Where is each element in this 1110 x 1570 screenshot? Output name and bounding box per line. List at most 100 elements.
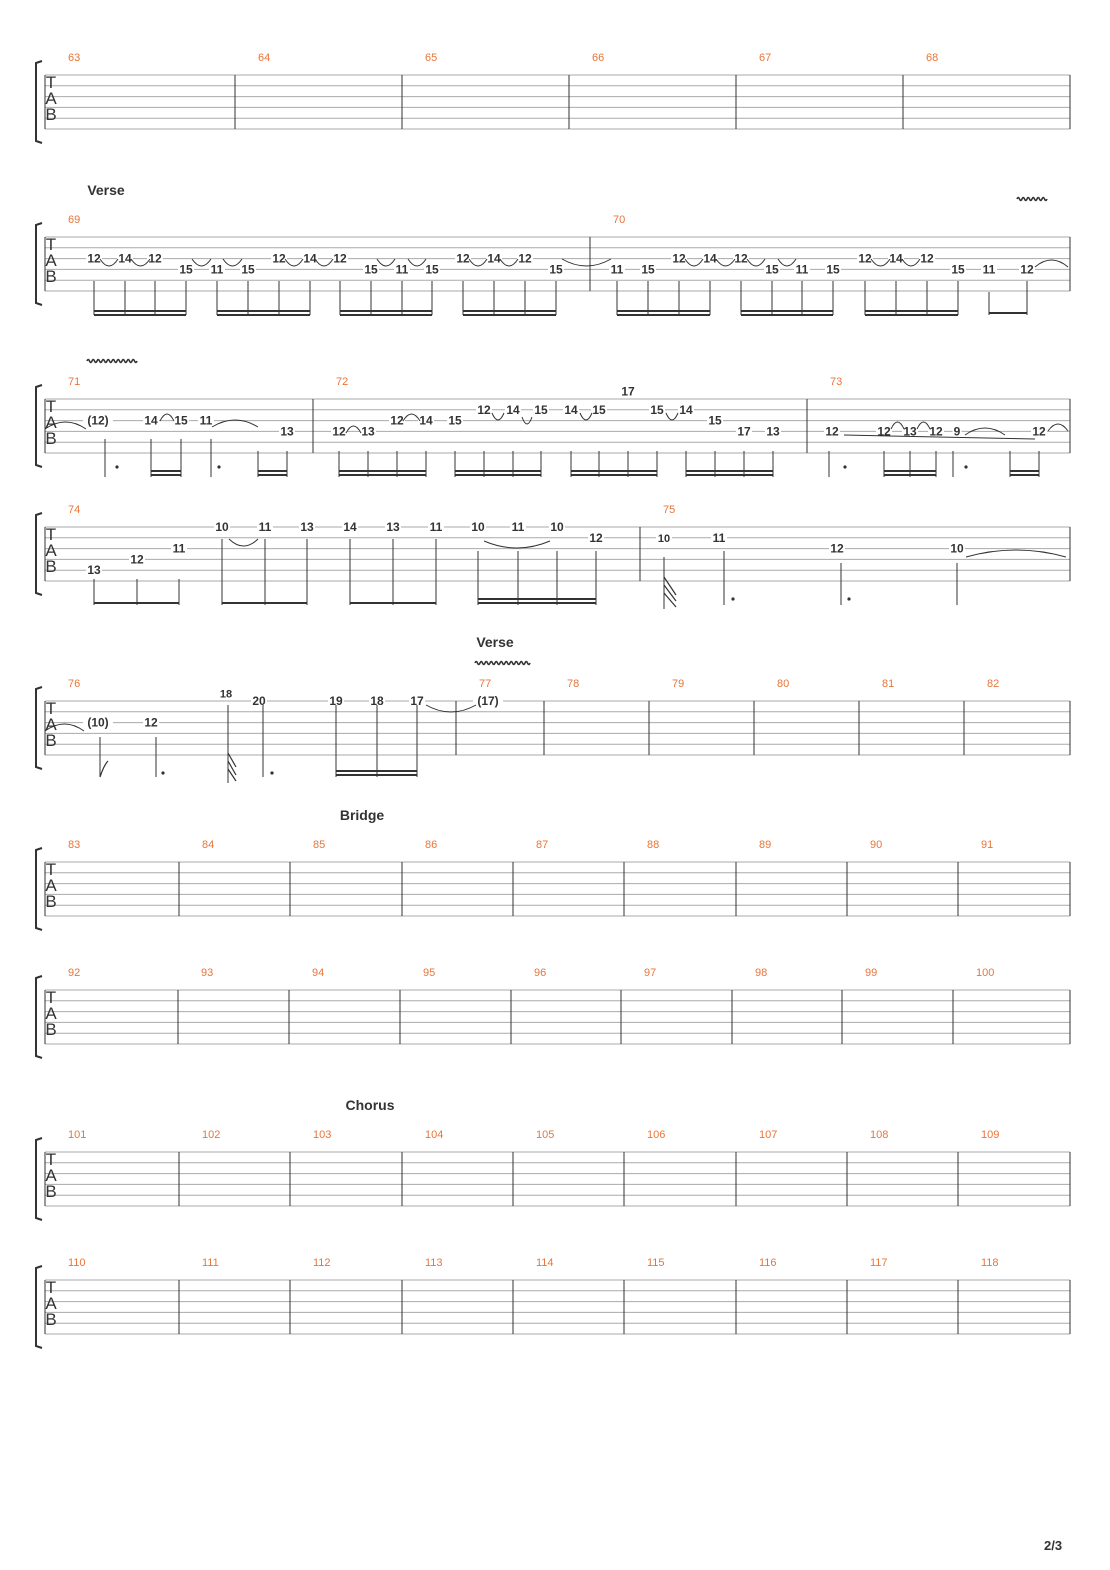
fret-number: 17 [737, 424, 751, 438]
fret-number: 14 [889, 252, 903, 266]
measure-number: 82 [987, 678, 999, 690]
note-bg [510, 521, 526, 533]
tab-clef-b: B [45, 557, 56, 576]
note-bg [1031, 425, 1047, 438]
measure-number: 112 [313, 1257, 331, 1269]
note-bg [129, 553, 145, 566]
vibrato-mark [86, 358, 138, 364]
system-bracket [35, 1137, 43, 1221]
fret-number: 14 [303, 252, 317, 266]
tie [425, 704, 477, 713]
slur [345, 425, 362, 434]
measure-number: 84 [202, 839, 214, 851]
tab-clef-b: B [45, 892, 56, 911]
tab-clef-t: T [46, 525, 56, 544]
measure-number: 76 [68, 678, 80, 690]
note-bg [173, 414, 189, 427]
note-bg [86, 252, 102, 265]
slur [407, 258, 427, 267]
fret-number: 15 [425, 262, 439, 276]
fret-number: 13 [361, 424, 375, 438]
note-bg [209, 263, 225, 276]
fret-number: 15 [826, 262, 840, 276]
note-bg [949, 542, 965, 555]
fret-number: 12 [589, 531, 603, 545]
fret-number: 12 [929, 424, 943, 438]
note-bg [271, 252, 287, 265]
fret-number: 12 [477, 403, 491, 417]
tie-out [1034, 259, 1069, 268]
section-label: Bridge [340, 807, 385, 823]
tab-system-6 [35, 847, 1071, 931]
fret-number: 18 [370, 694, 384, 708]
note-bg [764, 263, 780, 276]
fret-number: 11 [713, 531, 726, 545]
tab-clef-t: T [46, 73, 56, 92]
fret-number: 14 [564, 403, 578, 417]
fret-number: 12 [858, 252, 872, 266]
fret-number: 15 [174, 414, 188, 428]
note-bg [505, 403, 521, 416]
measure-number: 108 [870, 1129, 888, 1141]
system-bracket [35, 847, 43, 931]
fret-number: 14 [144, 414, 158, 428]
tab-clef-a: A [45, 876, 57, 895]
note-bg [418, 414, 434, 427]
note-bg [981, 263, 997, 276]
note-bg [486, 252, 502, 265]
note-flag [99, 760, 109, 778]
fret-number: 12 [830, 542, 844, 556]
slur [211, 419, 259, 428]
fret-number: (12) [87, 414, 108, 428]
note-bg [824, 425, 840, 438]
note-bg [928, 425, 944, 438]
tab-clef-t: T [46, 860, 56, 879]
note-bg [517, 252, 533, 265]
note-bg [171, 542, 187, 555]
slur [665, 412, 679, 421]
fret-number: 12 [734, 252, 748, 266]
fret-number: 12 [672, 252, 686, 266]
rhythm-dot [217, 465, 221, 469]
tab-clef-b: B [45, 1182, 56, 1201]
fret-number: 12 [87, 252, 101, 266]
note-bg [678, 403, 694, 416]
tab-clef-b: B [45, 267, 56, 286]
fret-number: 12 [1032, 424, 1046, 438]
note-bg [825, 263, 841, 276]
fret-number: 15 [592, 403, 606, 417]
slur [402, 413, 421, 422]
fret-number: 17 [621, 384, 635, 398]
note-bg [736, 425, 752, 438]
note-bg [83, 716, 113, 729]
slur [916, 421, 931, 430]
slide [843, 434, 1036, 440]
note-bg [588, 531, 604, 544]
measure-number: 94 [312, 967, 324, 979]
note-bg [117, 252, 133, 265]
fret-number: 15 [765, 262, 779, 276]
tab-clef-b: B [45, 429, 56, 448]
rhythm-dot [843, 465, 847, 469]
note-bg [919, 252, 935, 265]
fret-number: 12 [144, 716, 158, 730]
fret-number: 18 [220, 688, 232, 700]
measure-number: 91 [981, 839, 993, 851]
measure-number: 79 [672, 678, 684, 690]
note-bg [640, 263, 656, 276]
note-bg [649, 403, 665, 416]
fret-number: 13 [386, 520, 400, 534]
fret-number: 10 [658, 533, 670, 545]
fret-number: 13 [280, 424, 294, 438]
fret-number: 14 [679, 403, 693, 417]
fret-number: 10 [950, 542, 964, 556]
slur [777, 258, 797, 267]
system-bracket [35, 686, 43, 770]
fret-number: 15 [448, 414, 462, 428]
slur [521, 416, 533, 425]
fret-number: 12 [825, 424, 839, 438]
note-bg [829, 542, 845, 555]
measure-number: 88 [647, 839, 659, 851]
note-bg [702, 252, 718, 265]
tie-in [44, 723, 85, 732]
